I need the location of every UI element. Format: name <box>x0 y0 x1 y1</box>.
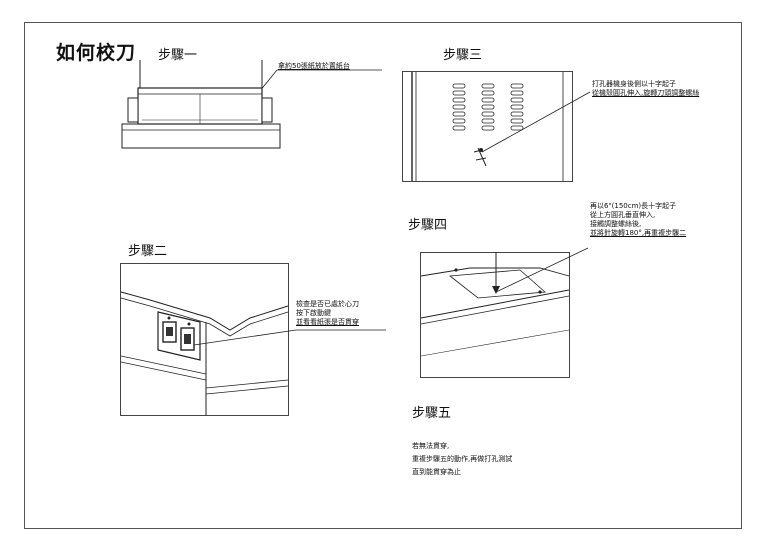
step2-note-line: 檢查是否已處於心刀 <box>296 300 359 308</box>
step1-note: 拿約50張紙放於置紙台 <box>278 62 350 70</box>
step3-note-line: 從機殼圓孔伸入,旋轉刀頭調整螺絲 <box>592 89 700 97</box>
step5-note-line: 若無法貫穿, <box>412 442 450 450</box>
step5-note-line: 重複步驟五的動作,再做打孔測試 <box>412 455 513 463</box>
page-title: 如何校刀 <box>56 42 137 64</box>
step3-frame <box>402 71 573 182</box>
document-sheet <box>24 22 742 529</box>
step3-notes: 打孔器機身後側以十字起子 從機殼圓孔伸入,旋轉刀頭調整螺絲 <box>592 80 699 98</box>
step2-label: 步驟二 <box>128 244 168 259</box>
step2-note-line: 並看看紙張是否貫穿 <box>296 318 359 326</box>
step3-note-line: 打孔器機身後側以十字起子 <box>592 80 676 88</box>
step2-note-line: 按下啟動鍵 <box>296 309 331 317</box>
step2-notes: 檢查是否已處於心刀 按下啟動鍵 並看看紙張是否貫穿 <box>296 300 359 327</box>
step2-frame <box>120 263 289 416</box>
step5-notes: 若無法貫穿, 重複步驟五的動作,再做打孔測試 直到能貫穿為止 <box>412 440 512 479</box>
step4-note-line: 再以6"(150cm)長十字起子 <box>590 202 677 210</box>
step4-frame <box>420 252 570 378</box>
step4-note-line: 並將針旋轉180°,再重複步驟二 <box>590 229 687 237</box>
step1-label: 步驟一 <box>158 48 198 63</box>
step3-label: 步驟三 <box>443 48 483 63</box>
step4-label: 步驟四 <box>408 218 448 233</box>
step4-notes: 再以6"(150cm)長十字起子 從上方圓孔垂直伸入, 接觸調整螺絲後, 並將針… <box>590 202 686 238</box>
step5-label: 步驟五 <box>412 406 452 421</box>
step4-note-line: 從上方圓孔垂直伸入, <box>590 211 656 219</box>
step5-note-line: 直到能貫穿為止 <box>412 468 461 476</box>
step4-note-line: 接觸調整螺絲後, <box>590 220 642 228</box>
